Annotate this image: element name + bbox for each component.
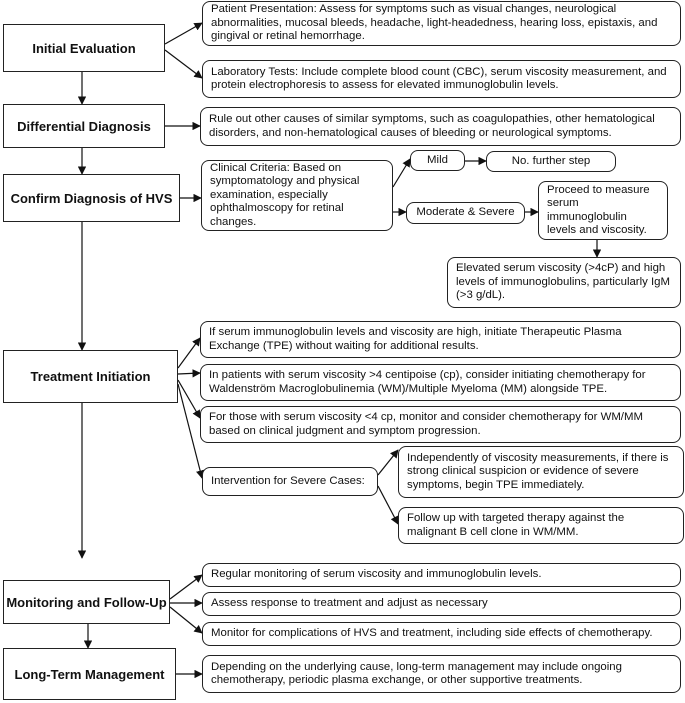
arrow-to-patient-presentation (164, 22, 203, 45)
note-patient-presentation: Patient Presentation: Assess for symptom… (202, 1, 681, 46)
arrow-to-tpe-high (177, 337, 201, 369)
note-mild: Mild (410, 150, 465, 171)
note-monitor-complications-text: Monitor for complications of HVS and tre… (211, 627, 653, 640)
note-rule-out-text: Rule out other causes of similar symptom… (209, 113, 655, 139)
note-longterm-text: Depending on the underlying cause, long-… (211, 660, 622, 686)
note-chemo-gt4: In patients with serum viscosity >4 cent… (200, 364, 681, 401)
note-elevated-viscosity-text: Elevated serum viscosity (>4cP) and high… (456, 262, 670, 302)
note-assess-response: Assess response to treatment and adjust … (202, 592, 681, 616)
arrow-to-severe-cases (177, 383, 205, 479)
note-elevated-viscosity: Elevated serum viscosity (>4cP) and high… (447, 257, 681, 308)
stage-monitoring-follow-up: Monitoring and Follow-Up (3, 580, 170, 624)
note-lab-tests-text: Laboratory Tests: Include complete blood… (211, 65, 667, 91)
stage-differential-diagnosis: Differential Diagnosis (3, 104, 165, 148)
note-no-further-step: No. further step (486, 151, 616, 172)
arrow-to-independent-tpe (377, 449, 399, 476)
note-targeted-therapy: Follow up with targeted therapy against … (398, 507, 684, 544)
note-independent-tpe: Independently of viscosity measurements,… (398, 446, 684, 498)
note-tpe-high: If serum immunoglobulin levels and visco… (200, 321, 681, 358)
note-targeted-therapy-text: Follow up with targeted therapy against … (407, 512, 625, 538)
note-moderate-severe: Moderate & Severe (406, 202, 525, 224)
note-regular-monitoring-text: Regular monitoring of serum viscosity an… (211, 568, 542, 581)
note-chemo-lt4-text: For those with serum viscosity <4 cp, mo… (209, 411, 643, 437)
arrow-to-lab-tests (164, 49, 203, 79)
note-independent-tpe-text: Independently of viscosity measurements,… (407, 451, 669, 491)
note-longterm: Depending on the underlying cause, long-… (202, 655, 681, 693)
note-clinical-criteria: Clinical Criteria: Based on symptomatolo… (201, 160, 393, 231)
note-no-further-step-text: No. further step (511, 154, 591, 167)
note-monitor-complications: Monitor for complications of HVS and tre… (202, 622, 681, 646)
note-tpe-high-text: If serum immunoglobulin levels and visco… (209, 326, 622, 352)
note-severe-cases-text: Intervention for Severe Cases: (211, 474, 365, 487)
note-regular-monitoring: Regular monitoring of serum viscosity an… (202, 563, 681, 587)
note-rule-out: Rule out other causes of similar symptom… (200, 107, 681, 146)
arrow-to-chemo-gt4 (177, 369, 201, 378)
stage-confirm-diagnosis: Confirm Diagnosis of HVS (3, 174, 180, 222)
stage-treatment-initiation: Treatment Initiation (3, 350, 178, 403)
note-severe-cases: Intervention for Severe Cases: (202, 467, 378, 496)
arrow-to-targeted-therapy (377, 485, 399, 525)
note-clinical-criteria-text: Clinical Criteria: Based on symptomatolo… (210, 161, 360, 228)
note-proceed-measure: Proceed to measure serum immunoglobulin … (538, 181, 668, 240)
arrow-to-regular-monitoring (169, 574, 203, 600)
note-assess-response-text: Assess response to treatment and adjust … (211, 597, 488, 610)
note-chemo-gt4-text: In patients with serum viscosity >4 cent… (209, 369, 646, 395)
stage-initial-evaluation: Initial Evaluation (3, 24, 165, 72)
note-proceed-measure-text: Proceed to measure serum immunoglobulin … (547, 183, 650, 236)
stage-long-term-management: Long-Term Management (3, 648, 176, 700)
note-mild-text: Mild (427, 153, 448, 166)
arrow-to-monitor-complications (169, 606, 203, 634)
note-moderate-severe-text: Moderate & Severe (416, 206, 515, 219)
arrow-to-chemo-lt4 (177, 379, 201, 419)
note-chemo-lt4: For those with serum viscosity <4 cp, mo… (200, 406, 681, 443)
note-patient-presentation-text: Patient Presentation: Assess for symptom… (211, 3, 658, 43)
note-lab-tests: Laboratory Tests: Include complete blood… (202, 60, 681, 98)
arrow-to-mild (392, 158, 411, 188)
